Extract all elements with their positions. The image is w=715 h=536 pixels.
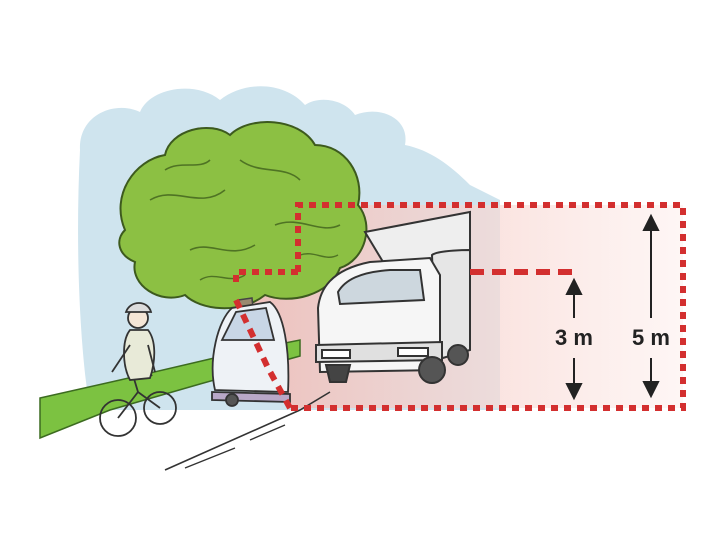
height-3m-label: 3 m [555,325,593,350]
height-5m-label: 5 m [632,325,670,350]
